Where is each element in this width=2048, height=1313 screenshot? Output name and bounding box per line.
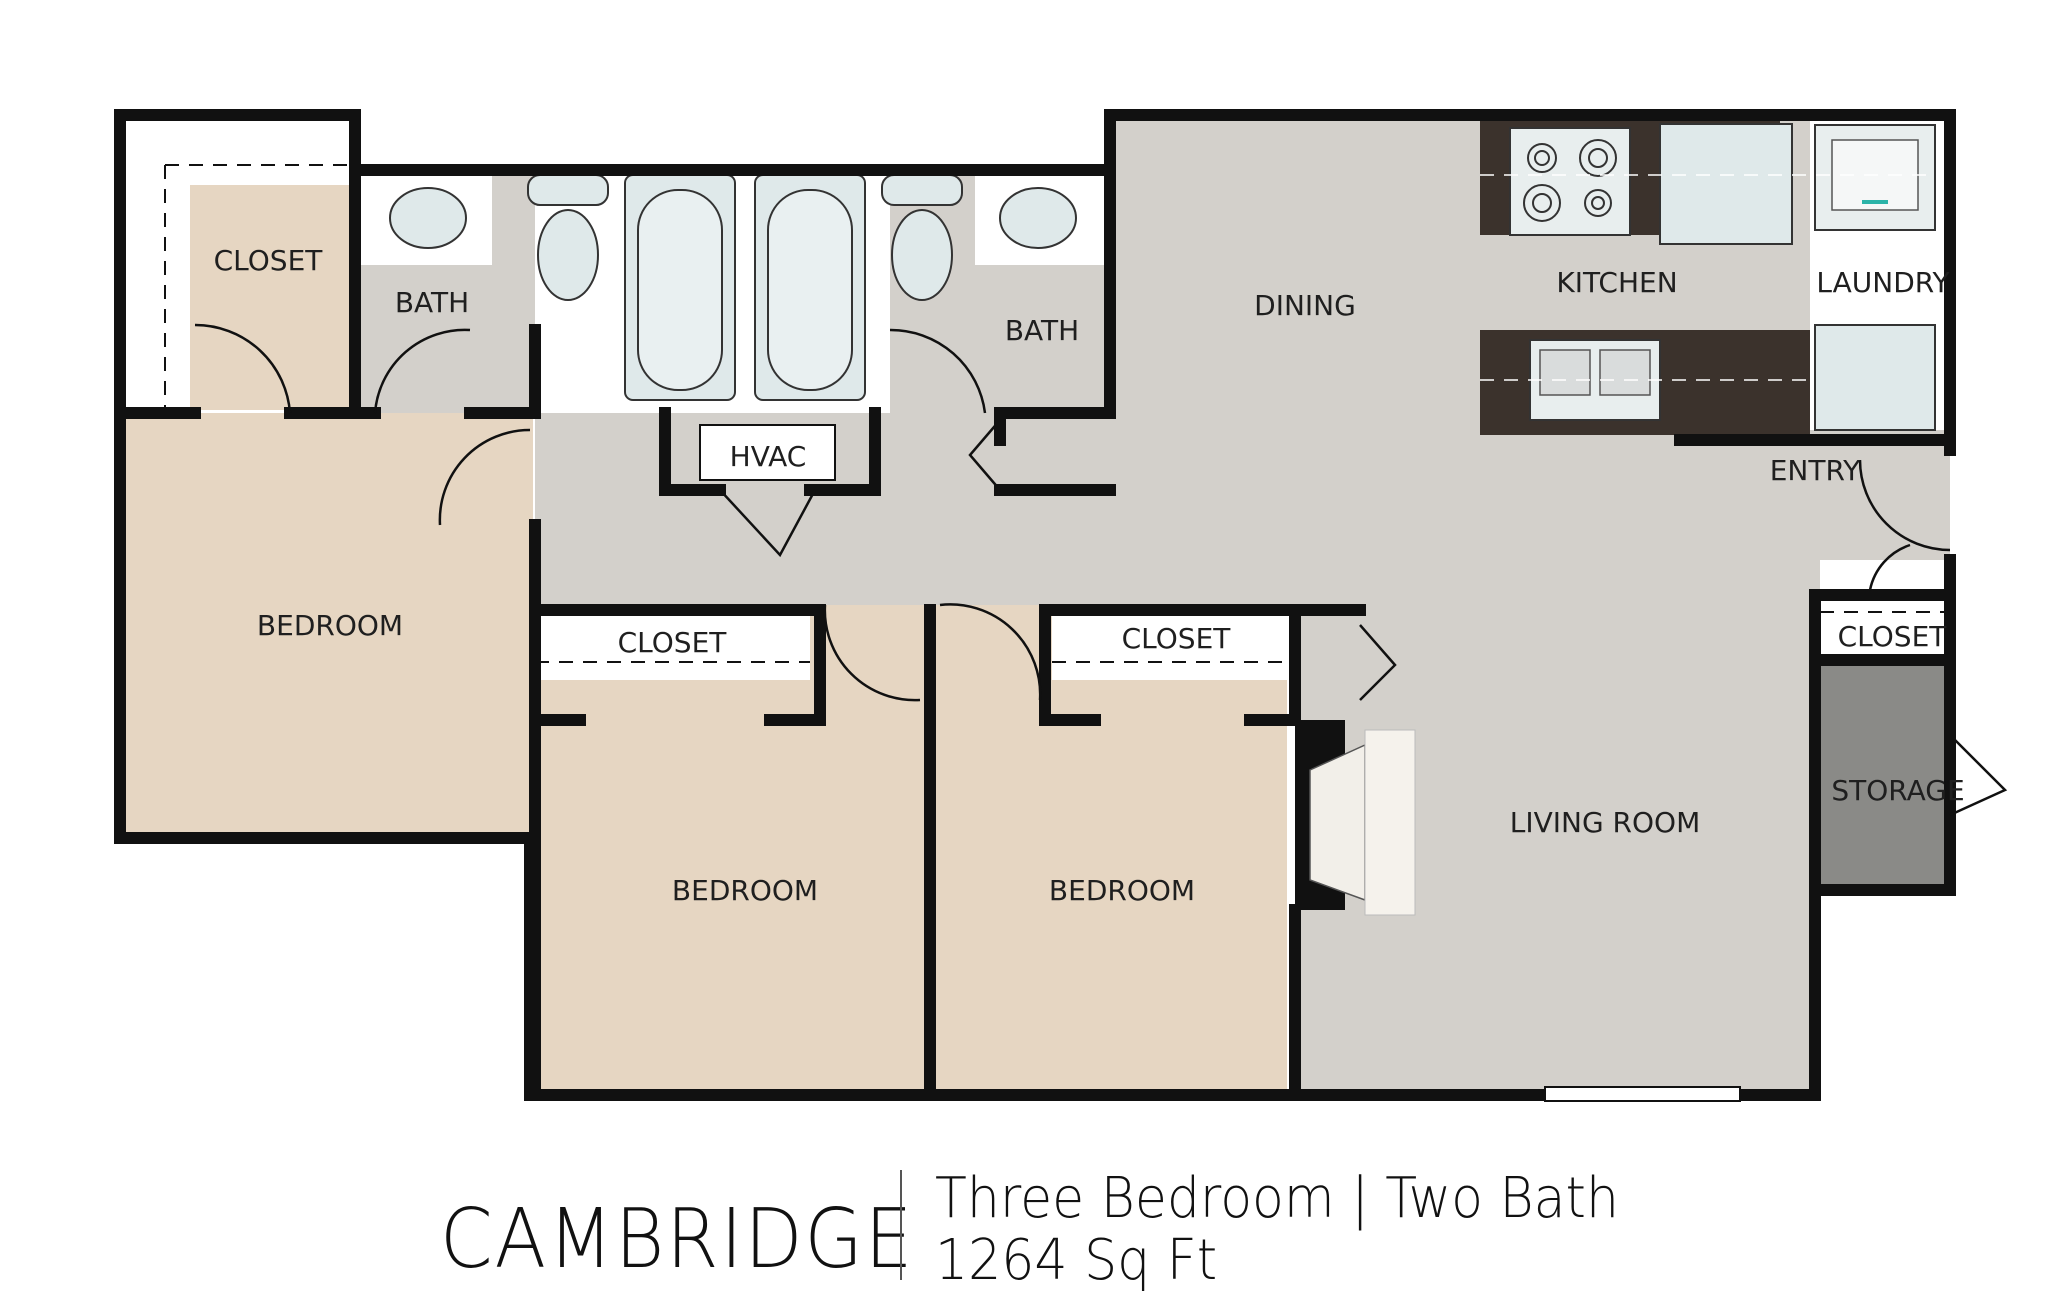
closet-dashes bbox=[164, 164, 1945, 663]
fridge bbox=[1659, 123, 1793, 245]
washer bbox=[1814, 324, 1936, 431]
window bbox=[1544, 1086, 1741, 1102]
label-hvac: HVAC bbox=[730, 440, 807, 473]
label-bedroom-center: BEDROOM bbox=[672, 874, 818, 907]
hvac-box bbox=[699, 424, 836, 481]
closet-mid-right-floor bbox=[1052, 610, 1287, 680]
label-laundry: LAUNDRY bbox=[1816, 266, 1950, 299]
walls bbox=[114, 109, 1956, 1101]
label-entry: ENTRY bbox=[1770, 454, 1861, 487]
label-kitchen: KITCHEN bbox=[1556, 266, 1677, 299]
fireplace bbox=[1295, 720, 1416, 916]
room-labels: CLOSET BATH BATH DINING KITCHEN LAUNDRY … bbox=[214, 244, 1965, 907]
label-bath-right: BATH bbox=[1005, 314, 1079, 347]
plan-layout: Three Bedroom | Two Bath bbox=[935, 1166, 1619, 1231]
storage-floor bbox=[1820, 660, 1945, 885]
footer-divider bbox=[900, 1170, 902, 1280]
label-closet-mid-left: CLOSET bbox=[618, 626, 728, 659]
closet-top-left-white bbox=[125, 120, 350, 185]
bedroom-left-floor bbox=[125, 413, 533, 833]
bedroom-right-floor bbox=[932, 605, 1287, 1090]
label-living-room: LIVING ROOM bbox=[1510, 806, 1701, 839]
label-closet-mid-right: CLOSET bbox=[1122, 622, 1232, 655]
label-bedroom-right: BEDROOM bbox=[1049, 874, 1195, 907]
plan-name: CAMBRIDGE bbox=[440, 1192, 915, 1287]
closet-mid-left-floor bbox=[535, 610, 810, 680]
kitchen-fixtures bbox=[1480, 120, 1936, 435]
label-storage: STORAGE bbox=[1831, 774, 1964, 807]
label-bath-left: BATH bbox=[395, 286, 469, 319]
plan-area: 1264 Sq Ft bbox=[935, 1228, 1218, 1293]
label-closet-top-left: CLOSET bbox=[214, 244, 324, 277]
closet-top-left-floor bbox=[190, 185, 350, 410]
label-dining: DINING bbox=[1254, 289, 1356, 322]
floor-plan: CLOSET BATH BATH DINING KITCHEN LAUNDRY … bbox=[114, 109, 2008, 1102]
label-bedroom-left: BEDROOM bbox=[257, 609, 403, 642]
plan-footer: CAMBRIDGE Three Bedroom | Two Bath 1264 … bbox=[0, 1150, 2048, 1300]
label-closet-entry: CLOSET bbox=[1838, 620, 1948, 653]
closet-top-left-white2 bbox=[125, 185, 190, 410]
doors bbox=[194, 323, 2008, 817]
closet-entry-floor bbox=[1820, 600, 1945, 660]
stove bbox=[1509, 127, 1631, 236]
bedroom-center-floor bbox=[535, 605, 927, 1090]
